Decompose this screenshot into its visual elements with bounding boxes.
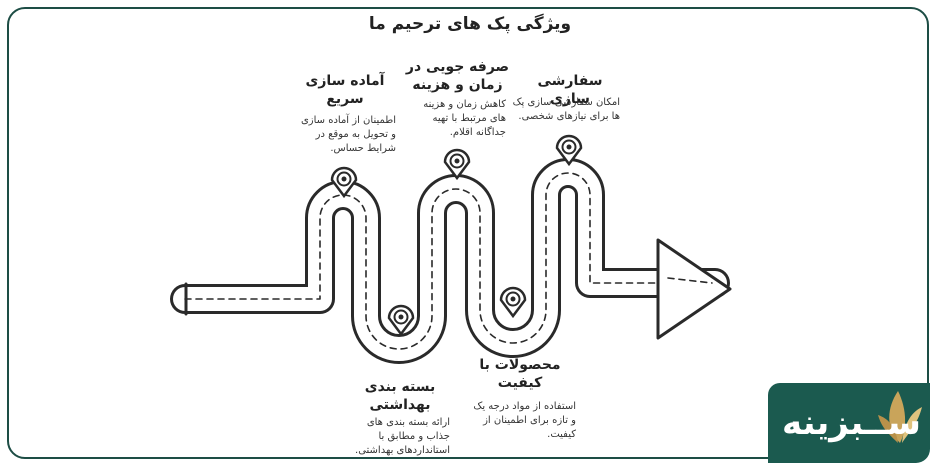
pin-icon-hygienic-packaging — [387, 304, 415, 337]
feature-title-saving: صرفه جویی در زمان و هزینه — [405, 59, 510, 93]
feature-title-customization: سفارشی سازی — [537, 73, 603, 107]
feature-desc-saving: کاهش زمان و هزینه های مرتبط با تهیه جداگ… — [423, 99, 506, 138]
feature-desc-quick-prep: اطمینان از آماده سازی و تحویل به موقع در… — [300, 115, 396, 154]
feature-desc-quality: استفاده از مواد درجه یک و تازه برای اطمی… — [473, 401, 576, 440]
content-frame — [7, 7, 929, 459]
road-center-dashes — [184, 172, 713, 350]
arrow-head — [656, 238, 732, 340]
logo-text: ســبزینه — [782, 403, 922, 443]
feature-title-hygienic-packaging: بسته بندی بهداشتی — [364, 379, 436, 413]
feature-title-quality: محصولات با کیفیت — [479, 357, 561, 391]
pin-icon-customization — [555, 134, 583, 167]
feature-desc-customization: امکان سفارشی سازی پک ها برای نیازهای شخص… — [512, 97, 620, 122]
feature-desc-hygienic-packaging: ارائه بسته بندی های جذاب و مطابق با استا… — [355, 417, 450, 456]
pin-icon-saving — [443, 148, 471, 181]
diagram-title: ویژگی پک های ترحیم ما — [368, 14, 572, 34]
feature-title-quick-prep: آماده سازی سریع — [305, 73, 385, 107]
pin-icon-quick-prep — [330, 166, 358, 199]
pin-icon-quality — [499, 286, 527, 319]
leaf-icon — [878, 391, 922, 443]
brand-logo: ســبزینه — [768, 383, 930, 463]
